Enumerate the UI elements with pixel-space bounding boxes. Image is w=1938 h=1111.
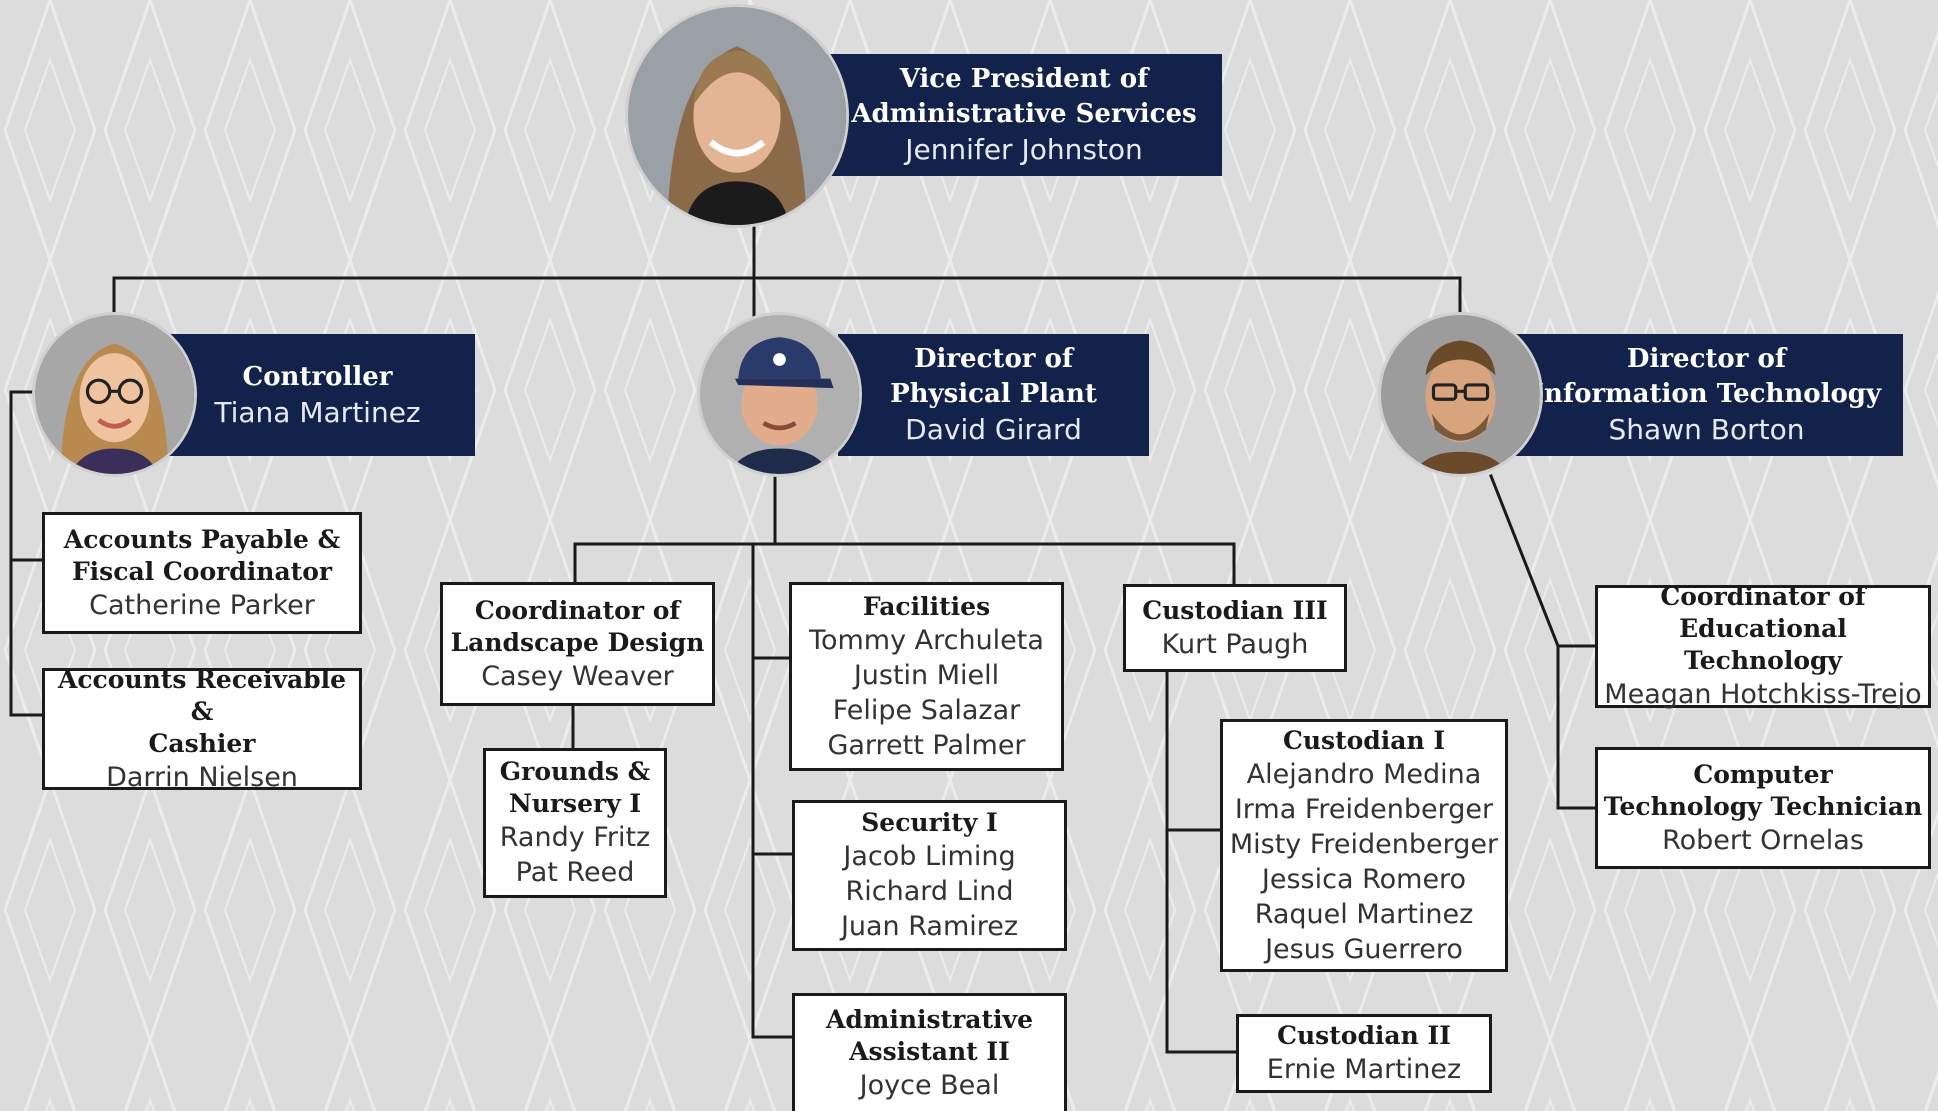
admin-assistant-names: Joyce Beal bbox=[860, 1068, 1000, 1103]
person-name: Felipe Salazar bbox=[832, 694, 1021, 726]
controller-title: Controller bbox=[242, 361, 393, 392]
person-name: Joyce Beal bbox=[859, 1070, 1000, 1101]
admin-assistant-title: Administrative Assistant II bbox=[826, 1005, 1033, 1066]
custodian-3-box: Custodian III Kurt Paugh bbox=[1123, 584, 1347, 672]
landscape-box: Coordinator of Landscape Design Casey We… bbox=[440, 582, 715, 706]
computer-tech-box: Computer Technology Technician Robert Or… bbox=[1595, 747, 1931, 869]
custodian-2-title: Custodian II bbox=[1277, 1021, 1451, 1050]
person-name: Misty Freidenberger bbox=[1229, 828, 1499, 860]
person-name: Tommy Archuleta bbox=[809, 624, 1044, 656]
it-name: Shawn Borton bbox=[1608, 413, 1805, 446]
accounts-receivable-title: Accounts Receivable & Cashier bbox=[57, 664, 347, 758]
person-name: Irma Freidenberger bbox=[1234, 793, 1494, 825]
vp-photo bbox=[625, 4, 849, 228]
person-name: Meagan Hotchkiss-Trejo bbox=[1604, 679, 1922, 710]
custodian-3-names: Kurt Paugh bbox=[1162, 627, 1309, 662]
person-name: Justin Miell bbox=[853, 659, 1000, 691]
controller-name: Tiana Martinez bbox=[214, 395, 421, 429]
person-name: Kurt Paugh bbox=[1161, 628, 1309, 660]
person-name: Robert Ornelas bbox=[1662, 824, 1864, 856]
physical-plant-name: David Girard bbox=[905, 413, 1082, 446]
controller-banner: Controller Tiana Martinez bbox=[160, 334, 475, 456]
admin-assistant-box: Administrative Assistant II Joyce Beal bbox=[792, 993, 1067, 1111]
physical-plant-banner: Director of Physical Plant David Girard bbox=[838, 334, 1149, 456]
computer-tech-title: Computer Technology Technician bbox=[1603, 759, 1923, 821]
person-name: Richard Lind bbox=[845, 876, 1014, 907]
accounts-payable-box: Accounts Payable & Fiscal Coordinator Ca… bbox=[42, 512, 362, 634]
person-name: Raquel Martinez bbox=[1254, 898, 1474, 930]
person-name: Pat Reed bbox=[515, 857, 635, 888]
person-name: Casey Weaver bbox=[481, 660, 674, 692]
vp-banner: Vice President of Administrative Service… bbox=[826, 54, 1222, 176]
person-name: Jessica Romero bbox=[1261, 863, 1467, 895]
person-name: Darrin Nielsen bbox=[106, 761, 298, 793]
grounds-title: Grounds & Nursery I bbox=[499, 757, 651, 818]
custodian-1-title: Custodian I bbox=[1282, 725, 1446, 755]
it-photo bbox=[1378, 312, 1543, 477]
accounts-receivable-names: Darrin Nielsen bbox=[106, 760, 298, 795]
it-title: Director of Information Technology bbox=[1531, 344, 1882, 409]
custodian-2-names: Ernie Martinez bbox=[1267, 1052, 1461, 1087]
custodian-2-box: Custodian II Ernie Martinez bbox=[1236, 1014, 1492, 1093]
accounts-receivable-box: Accounts Receivable & Cashier Darrin Nie… bbox=[42, 665, 362, 793]
ed-tech-names: Meagan Hotchkiss-Trejo bbox=[1604, 677, 1921, 712]
landscape-names: Casey Weaver bbox=[481, 659, 674, 694]
landscape-title: Coordinator of Landscape Design bbox=[450, 595, 705, 657]
physical-plant-title: Director of Physical Plant bbox=[890, 344, 1097, 409]
person-name: Randy Fritz bbox=[499, 822, 651, 853]
person-name: Ernie Martinez bbox=[1266, 1054, 1462, 1085]
person-name: Alejandro Medina bbox=[1246, 758, 1482, 790]
vp-title: Vice President of Administrative Service… bbox=[851, 64, 1197, 129]
physical-plant-photo bbox=[697, 312, 862, 477]
ed-tech-title: Coordinator of Educational Technology bbox=[1660, 582, 1866, 675]
custodian-3-title: Custodian III bbox=[1142, 595, 1328, 625]
it-banner: Director of Information Technology Shawn… bbox=[1510, 334, 1903, 456]
computer-tech-names: Robert Ornelas bbox=[1662, 823, 1864, 858]
person-name: Jacob Liming bbox=[843, 841, 1016, 872]
facilities-title: Facilities bbox=[862, 591, 991, 621]
person-name: Catherine Parker bbox=[89, 589, 315, 621]
accounts-payable-names: Catherine Parker bbox=[89, 588, 315, 623]
accounts-payable-title: Accounts Payable & Fiscal Coordinator bbox=[63, 524, 341, 586]
person-name: Garrett Palmer bbox=[827, 729, 1026, 761]
security-title: Security I bbox=[861, 808, 998, 837]
person-name: Juan Ramirez bbox=[840, 911, 1019, 942]
ed-tech-box: Coordinator of Educational Technology Me… bbox=[1595, 582, 1931, 710]
person-name: Jesus Guerrero bbox=[1265, 933, 1463, 965]
controller-photo bbox=[32, 312, 197, 477]
vp-name: Jennifer Johnston bbox=[905, 133, 1143, 166]
